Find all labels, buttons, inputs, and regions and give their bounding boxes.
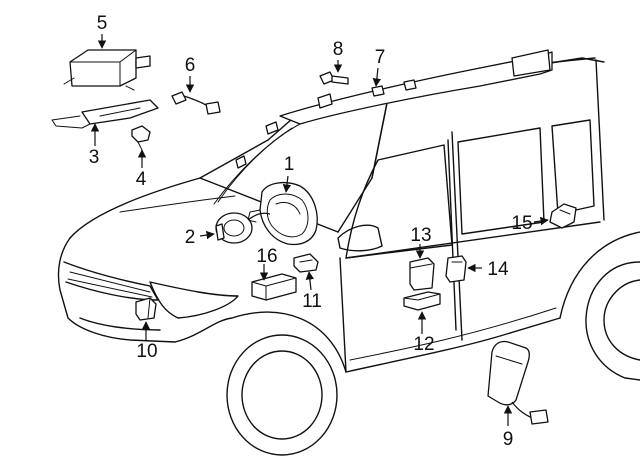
vehicle-headlight bbox=[149, 281, 239, 319]
vehicle-outline bbox=[57, 57, 640, 456]
callout-3: 3 bbox=[89, 147, 100, 168]
callout-7: 7 bbox=[375, 47, 386, 68]
callout-4: 4 bbox=[136, 169, 147, 190]
part-14-side-sensor bbox=[445, 255, 467, 283]
vehicle-rear-wheel-arch bbox=[559, 231, 640, 319]
callout-6: 6 bbox=[185, 55, 196, 76]
part-6-wire-harness bbox=[171, 91, 221, 115]
part-15-rear-sensor bbox=[549, 203, 577, 229]
vehicle-hood bbox=[69, 139, 269, 239]
callout-8: 8 bbox=[333, 39, 344, 60]
part-7-curtain-airbag bbox=[213, 49, 553, 205]
callout-13: 13 bbox=[410, 225, 431, 246]
part-11-sensor bbox=[293, 253, 319, 273]
callout-9: 9 bbox=[503, 429, 514, 450]
callout-10: 10 bbox=[136, 341, 157, 362]
callout-11: 11 bbox=[302, 291, 322, 312]
part-13-side-sensor bbox=[409, 257, 435, 291]
part-5-sensor-module bbox=[63, 49, 151, 91]
callout-15: 15 bbox=[511, 213, 532, 234]
callout-labels: 5 6 8 7 3 4 1 2 16 11 10 13 14 12 15 9 bbox=[89, 13, 533, 450]
vehicle-sill bbox=[345, 317, 561, 373]
vehicle-front-wheel-arch bbox=[174, 311, 347, 373]
callout-16: 16 bbox=[256, 246, 277, 267]
part-12-sensor bbox=[403, 291, 441, 311]
vehicle-front-face bbox=[57, 237, 176, 343]
part-3-bracket bbox=[51, 99, 159, 129]
callout-5: 5 bbox=[97, 13, 108, 34]
callout-14: 14 bbox=[487, 259, 509, 280]
part-1-steering-airbag bbox=[247, 181, 318, 246]
part-8-bolt bbox=[319, 71, 349, 85]
part-10-front-sensor bbox=[135, 297, 157, 321]
part-4-bolt bbox=[131, 125, 151, 151]
vehicle-front-wheel bbox=[226, 334, 338, 456]
part-16-knee-airbag bbox=[251, 273, 297, 301]
callout-2: 2 bbox=[185, 227, 196, 248]
vehicle-grille bbox=[63, 261, 159, 301]
part-2-spiral-cable bbox=[215, 212, 271, 244]
vehicle-rear-wheel bbox=[585, 261, 640, 381]
vehicle-front-window bbox=[345, 144, 453, 259]
callout-12: 12 bbox=[413, 334, 434, 355]
leader-lines bbox=[90, 34, 549, 426]
callout-1: 1 bbox=[284, 154, 295, 175]
part-9-seat-airbag bbox=[487, 340, 549, 425]
vehicle-side-mirror bbox=[337, 224, 383, 252]
